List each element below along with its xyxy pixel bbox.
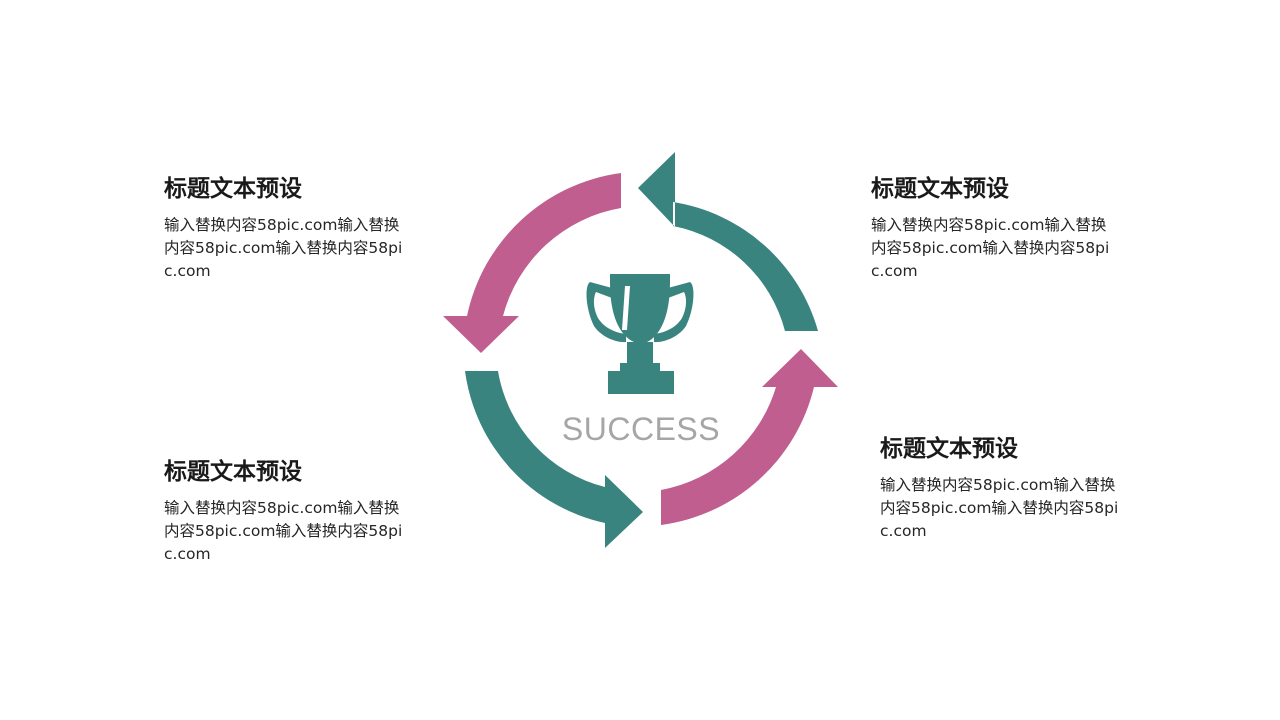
- text-block-top-right: 标题文本预设 输入替换内容58pic.com输入替换内容58pic.com输入替…: [871, 176, 1131, 283]
- cycle-arrow-bottom-left: [465, 371, 643, 548]
- block-body: 输入替换内容58pic.com输入替换内容58pic.com输入替换内容58pi…: [164, 215, 403, 280]
- text-block-bottom-left: 标题文本预设 输入替换内容58pic.com输入替换内容58pic.com输入替…: [164, 459, 424, 566]
- cycle-arrow-bottom-right: [661, 349, 838, 525]
- block-body: 输入替换内容58pic.com输入替换内容58pic.com输入替换内容58pi…: [871, 215, 1110, 280]
- trophy-highlight: [604, 286, 676, 330]
- center-label: SUCCESS: [562, 411, 720, 447]
- text-block-top-left: 标题文本预设 输入替换内容58pic.com输入替换内容58pic.com输入替…: [164, 176, 424, 283]
- text-block-bottom-right: 标题文本预设 输入替换内容58pic.com输入替换内容58pic.com输入替…: [880, 436, 1140, 543]
- block-title: 标题文本预设: [164, 176, 302, 202]
- cycle-arrow-top-right: [638, 152, 818, 331]
- block-body: 输入替换内容58pic.com输入替换内容58pic.com输入替换内容58pi…: [164, 498, 403, 563]
- trophy-icon: [586, 274, 694, 394]
- block-title: 标题文本预设: [880, 436, 1018, 462]
- block-body: 输入替换内容58pic.com输入替换内容58pic.com输入替换内容58pi…: [880, 475, 1119, 540]
- cycle-arrow-top-left: [443, 173, 621, 353]
- block-title: 标题文本预设: [871, 176, 1009, 202]
- block-title: 标题文本预设: [164, 459, 302, 485]
